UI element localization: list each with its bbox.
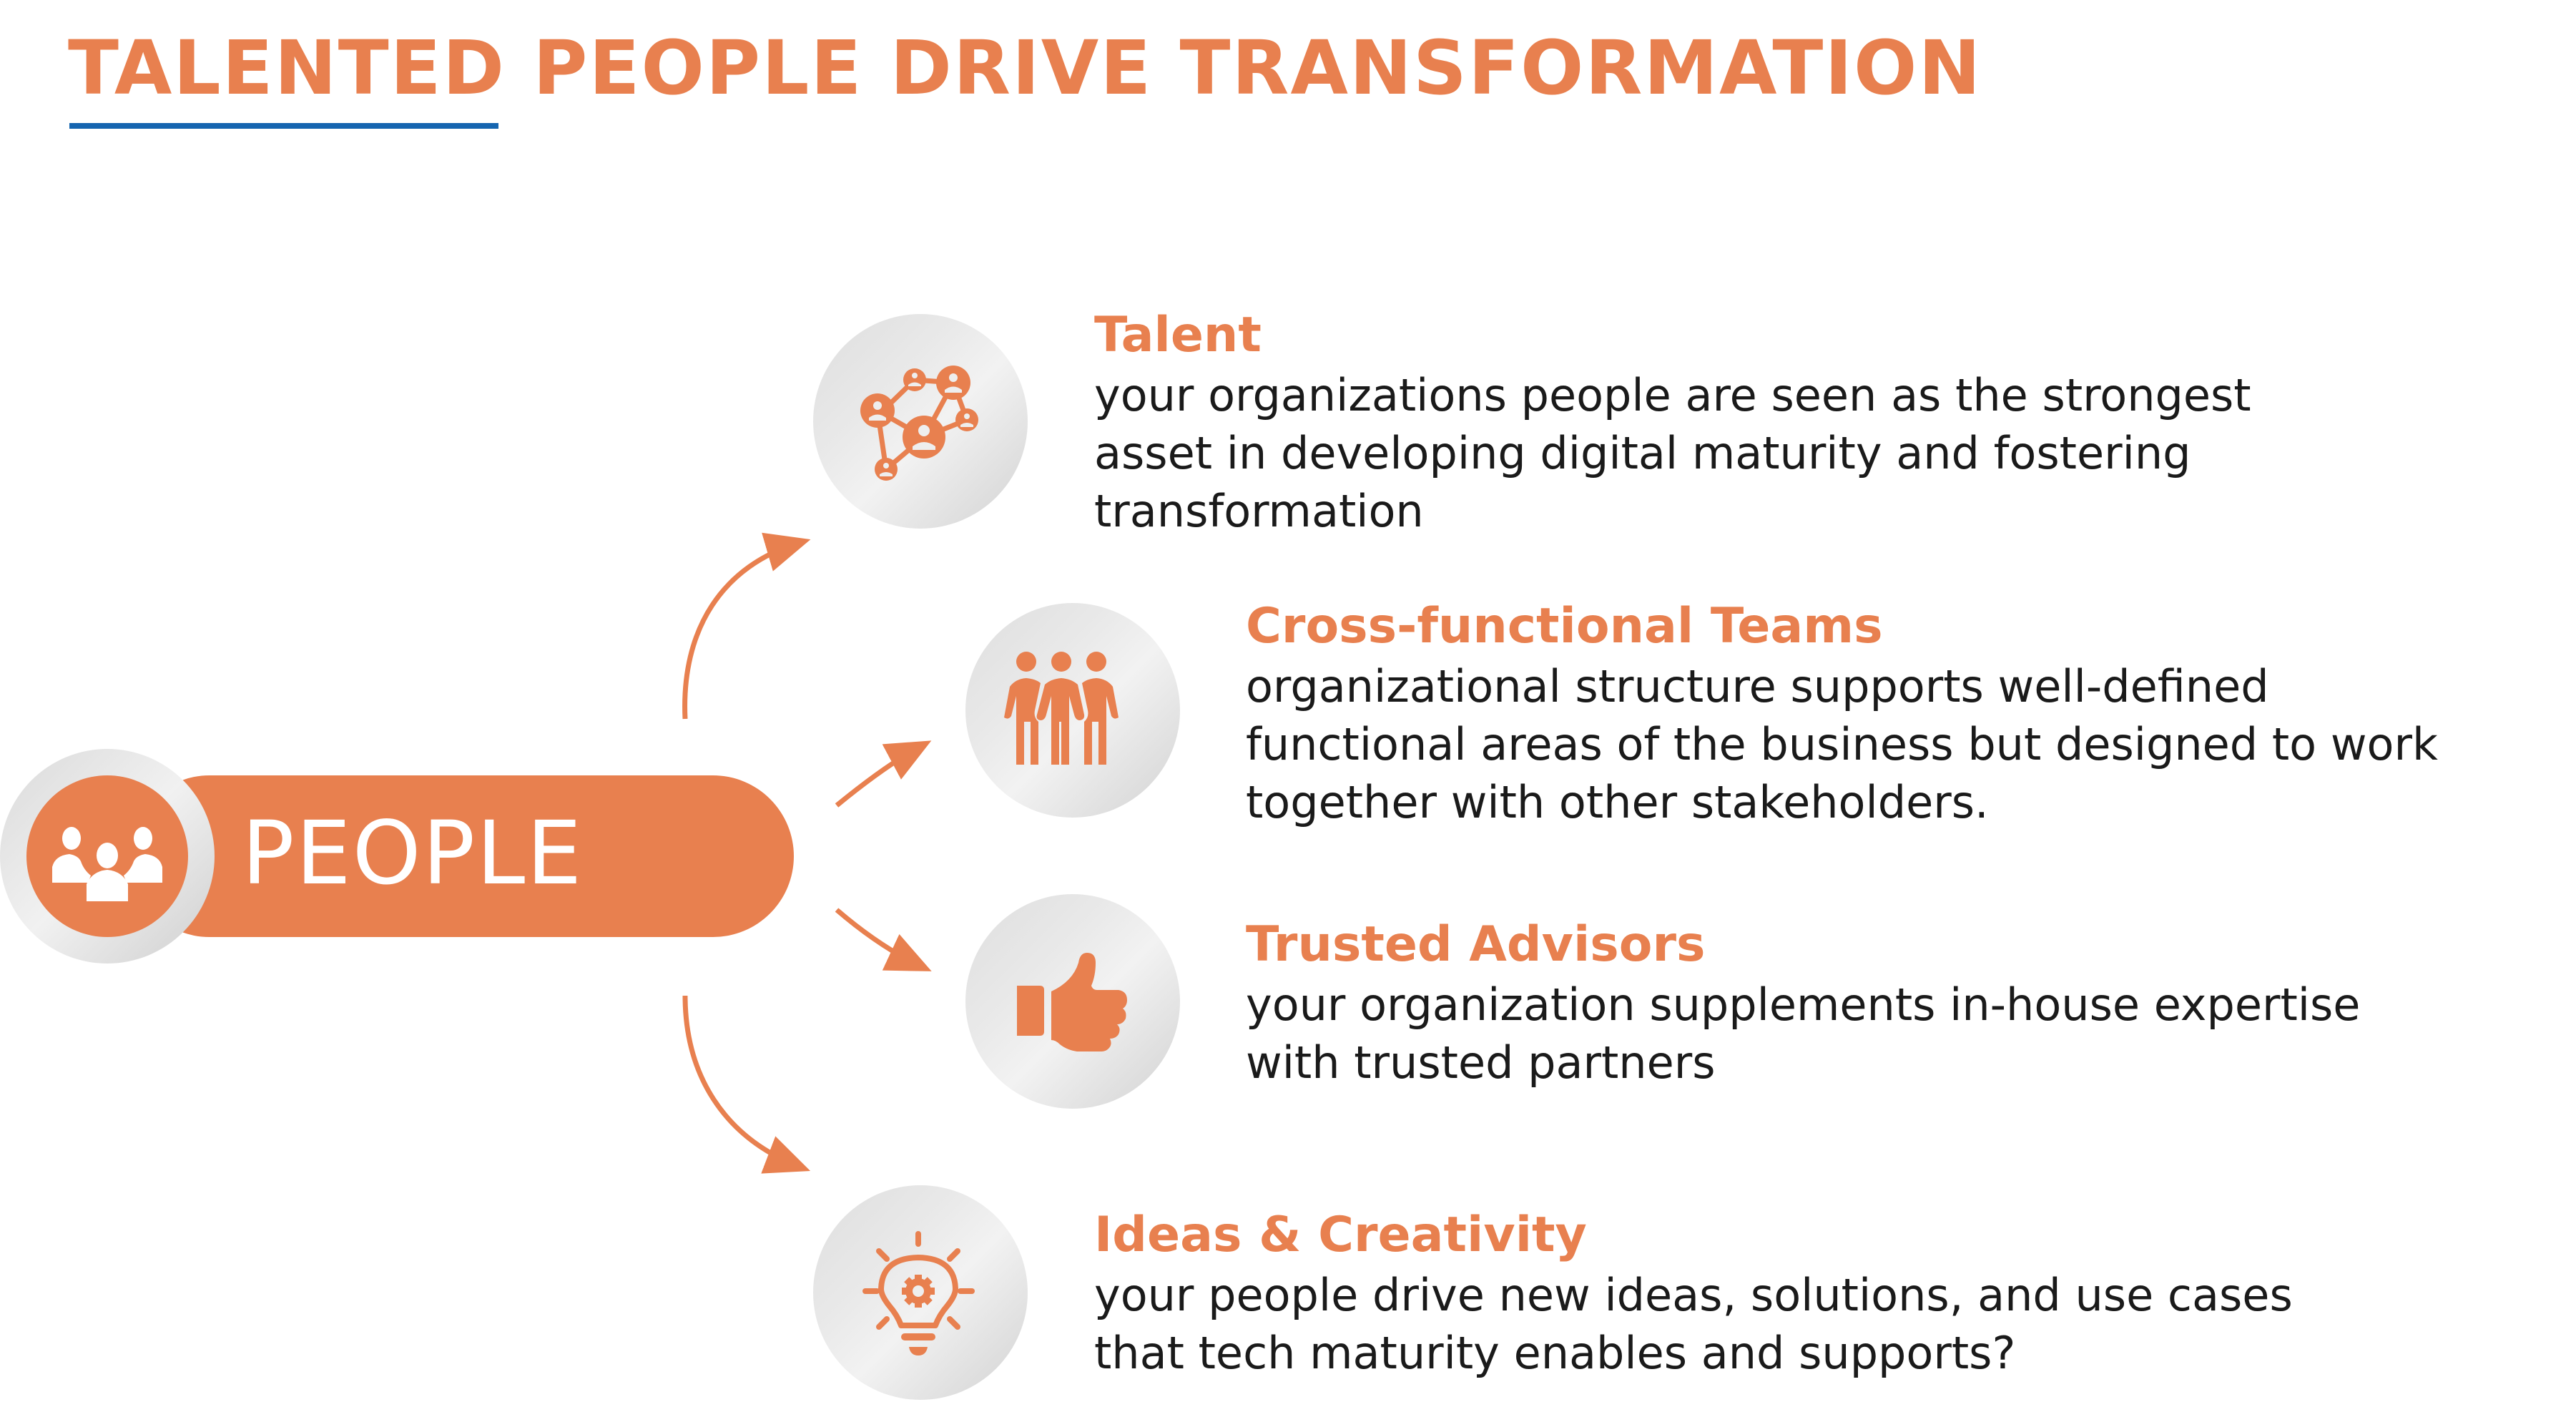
group-people-icon — [52, 827, 162, 901]
item-title: Cross-functional Teams — [1246, 598, 1883, 655]
team-standing-icon — [1004, 652, 1119, 765]
page-title: TALENTED PEOPLE DRIVE TRANSFORMATION — [68, 24, 1982, 112]
description-line: your people drive new ideas, solutions, … — [1094, 1268, 2293, 1321]
thumbs-up-icon — [1017, 953, 1127, 1051]
description-line: organizational structure supports well-d… — [1246, 660, 2269, 712]
people-network-icon — [860, 366, 978, 481]
item-description: organizational structure supports well-d… — [1246, 657, 2438, 831]
description-line: functional areas of the business but des… — [1246, 717, 2438, 770]
item-talent: Talent your organizations people are see… — [1094, 306, 2251, 540]
item-description: your people drive new ideas, solutions, … — [1094, 1266, 2293, 1382]
title-underline — [69, 123, 498, 129]
item-description: your organizations people are seen as th… — [1094, 366, 2251, 540]
people-hub-circle — [26, 775, 188, 937]
description-line: your organization supplements in-house e… — [1246, 978, 2361, 1031]
people-pill — [129, 775, 794, 937]
description-line: with trusted partners — [1246, 1036, 1716, 1089]
item-description: your organization supplements in-house e… — [1246, 976, 2360, 1092]
arrow-to-teams — [835, 740, 932, 808]
item-title: Ideas & Creativity — [1094, 1207, 1587, 1263]
hub-label: PEOPLE — [242, 803, 584, 904]
arrow-to-advisors — [835, 908, 932, 971]
item-trusted-advisors: Trusted Advisors your organization suppl… — [1246, 916, 2360, 1092]
description-line: transformation — [1094, 484, 1424, 537]
item-title: Talent — [1094, 307, 1262, 363]
teams-icon-circle — [965, 603, 1180, 818]
item-title: Trusted Advisors — [1246, 916, 1706, 973]
ideas-icon-circle — [813, 1185, 1028, 1400]
item-ideas-creativity: Ideas & Creativity your people drive new… — [1094, 1206, 2293, 1382]
arrow-to-ideas — [682, 995, 811, 1174]
advisors-icon-circle — [965, 894, 1180, 1109]
description-line: asset in developing digital maturity and… — [1094, 426, 2191, 479]
description-line: that tech maturity enables and supports? — [1094, 1326, 2016, 1379]
item-cross-functional-teams: Cross-functional Teams organizational st… — [1246, 597, 2438, 831]
lightbulb-gear-icon — [862, 1231, 975, 1355]
description-line: your organizations people are seen as th… — [1094, 368, 2251, 421]
description-line: together with other stakeholders. — [1246, 775, 1989, 828]
arrow-to-talent — [682, 532, 811, 720]
talent-icon-circle — [813, 314, 1028, 529]
